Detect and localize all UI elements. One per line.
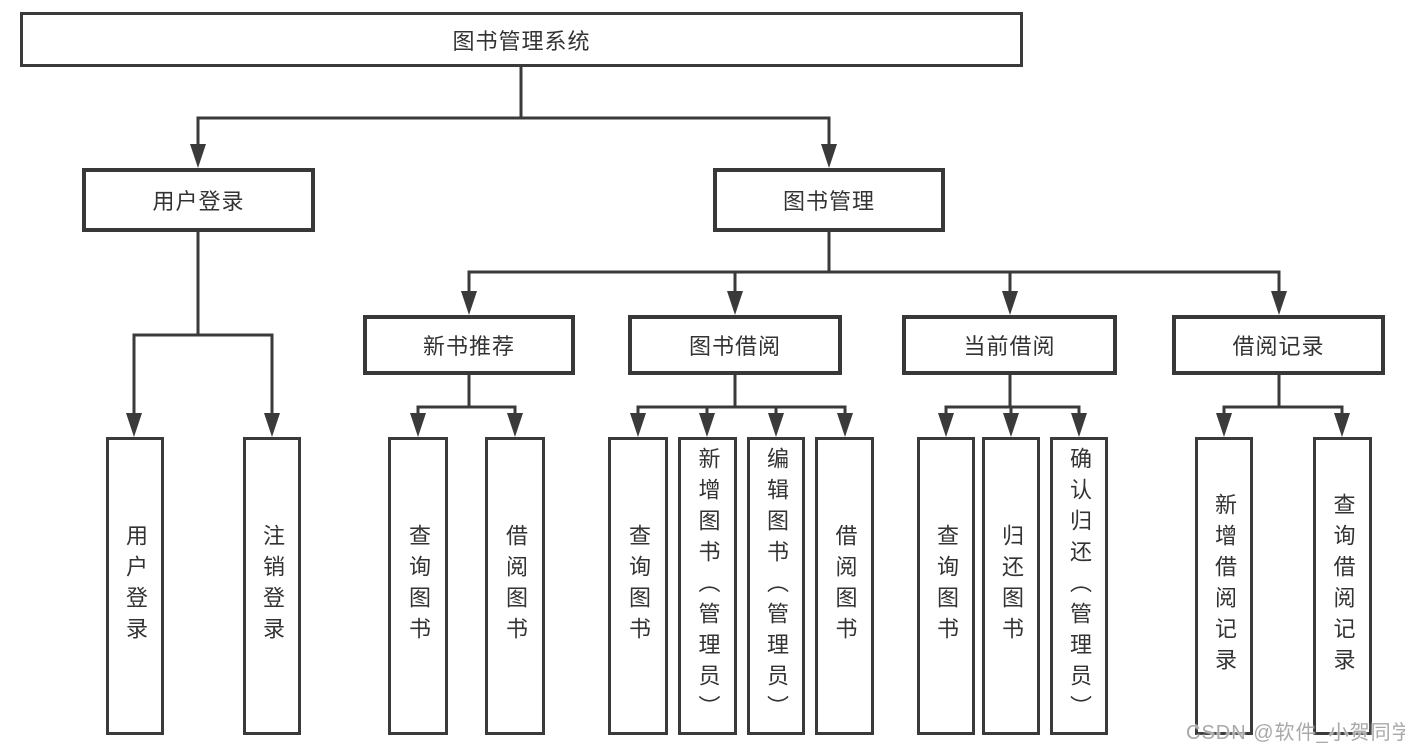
node-label: 编辑图书（管理员） bbox=[764, 446, 789, 726]
leaf-borrow-books-recommend: 借阅图书 bbox=[485, 437, 545, 735]
node-label: 注销登录 bbox=[260, 524, 285, 648]
node-label: 查询图书 bbox=[934, 524, 959, 648]
node-label: 用户登录 bbox=[123, 524, 148, 648]
leaf-confirm-return-admin: 确认归还（管理员） bbox=[1050, 437, 1108, 735]
csdn-watermark: CSDN @软件_小贺同学 bbox=[1186, 722, 1405, 744]
node-label: 当前借阅 bbox=[963, 334, 1056, 359]
leaf-query-books-borrowing: 查询图书 bbox=[608, 437, 668, 735]
node-borrowing-records: 借阅记录 bbox=[1172, 315, 1385, 375]
leaf-edit-books-admin: 编辑图书（管理员） bbox=[747, 437, 805, 735]
leaf-query-books-recommend: 查询图书 bbox=[388, 437, 448, 735]
node-label: 新书推荐 bbox=[422, 334, 515, 359]
leaf-return-books: 归还图书 bbox=[982, 437, 1040, 735]
node-label: 图书借阅 bbox=[688, 334, 781, 359]
leaf-query-books-current: 查询图书 bbox=[917, 437, 975, 735]
node-label: 新增借阅记录 bbox=[1212, 493, 1237, 679]
node-current-borrowing: 当前借阅 bbox=[902, 315, 1117, 375]
node-label: 查询图书 bbox=[626, 524, 651, 648]
node-book-management: 图书管理 bbox=[713, 168, 945, 232]
leaf-query-borrow-record: 查询借阅记录 bbox=[1313, 437, 1372, 735]
leaf-borrow-books: 借阅图书 bbox=[815, 437, 874, 735]
node-user-login: 用户登录 bbox=[82, 168, 315, 232]
node-label: 借阅图书 bbox=[503, 524, 528, 648]
leaf-add-books-admin: 新增图书（管理员） bbox=[678, 437, 737, 735]
leaf-user-login: 用户登录 bbox=[106, 437, 164, 735]
leaf-add-borrow-record: 新增借阅记录 bbox=[1195, 437, 1253, 735]
node-label: 归还图书 bbox=[999, 524, 1024, 648]
node-label: 借阅图书 bbox=[832, 524, 858, 648]
node-label: 用户登录 bbox=[152, 189, 245, 214]
node-label: 查询图书 bbox=[406, 524, 431, 648]
node-root-library-system: 图书管理系统 bbox=[20, 12, 1023, 67]
node-label: 图书管理系统 bbox=[452, 28, 591, 54]
node-book-borrowing: 图书借阅 bbox=[628, 315, 842, 375]
node-label: 图书管理 bbox=[782, 189, 875, 214]
leaf-logout: 注销登录 bbox=[243, 437, 301, 735]
node-label: 新增图书（管理员） bbox=[695, 446, 721, 726]
node-new-book-recommend: 新书推荐 bbox=[363, 315, 575, 375]
node-label: 借阅记录 bbox=[1232, 334, 1325, 359]
node-label: 查询借阅记录 bbox=[1330, 493, 1356, 679]
node-label: 确认归还（管理员） bbox=[1067, 446, 1092, 726]
